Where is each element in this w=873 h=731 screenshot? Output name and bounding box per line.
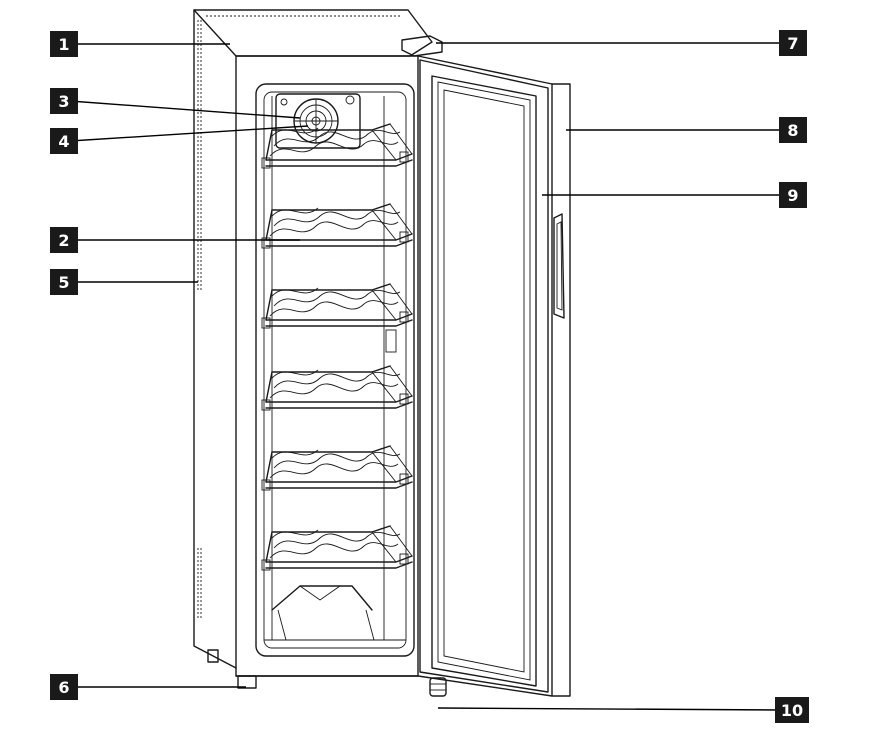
leader-lines xyxy=(69,42,786,711)
shelf-5 xyxy=(261,445,413,491)
cabinet xyxy=(193,9,433,689)
wine-shelf xyxy=(261,123,413,571)
interior xyxy=(255,83,415,657)
shelf-3 xyxy=(261,283,413,329)
door-frame xyxy=(417,55,571,697)
callout-4: 4 xyxy=(50,128,78,154)
callout-2-label: 2 xyxy=(58,231,69,250)
callout-8-label: 8 xyxy=(787,121,798,140)
leader-3 xyxy=(69,100,301,119)
callout-2: 2 xyxy=(50,227,78,253)
side-vent xyxy=(197,20,202,620)
door-hinge xyxy=(429,677,447,697)
adjustable-foot xyxy=(207,649,257,689)
control-panel xyxy=(401,35,443,57)
callout-6-label: 6 xyxy=(58,678,69,697)
callout-10-label: 10 xyxy=(781,701,803,720)
callout-5: 5 xyxy=(50,269,78,295)
callout-7: 7 xyxy=(779,30,807,56)
fan xyxy=(293,98,339,144)
callout-3: 3 xyxy=(50,88,78,114)
callout-1-label: 1 xyxy=(58,35,69,54)
callout-9: 9 xyxy=(779,182,807,208)
callout-6: 6 xyxy=(50,674,78,700)
callout-9-label: 9 xyxy=(787,186,798,205)
callout-10: 10 xyxy=(775,697,809,723)
callout-7-label: 7 xyxy=(787,34,798,53)
door-handle xyxy=(553,213,565,319)
callout-5-label: 5 xyxy=(58,273,69,292)
shelf-6 xyxy=(261,525,413,571)
callout-4-label: 4 xyxy=(58,132,69,151)
fan-cover xyxy=(275,93,361,149)
shelf-1 xyxy=(261,123,413,169)
bottom-rack xyxy=(264,585,406,641)
door xyxy=(385,35,571,697)
callout-3-label: 3 xyxy=(58,92,69,111)
shelf-4 xyxy=(261,365,413,411)
glass-door xyxy=(431,75,537,687)
shelf-2 xyxy=(261,203,413,249)
callout-1: 1 xyxy=(50,31,78,57)
leader-4 xyxy=(69,125,309,142)
callout-8: 8 xyxy=(779,117,807,143)
leader-10 xyxy=(437,707,786,711)
